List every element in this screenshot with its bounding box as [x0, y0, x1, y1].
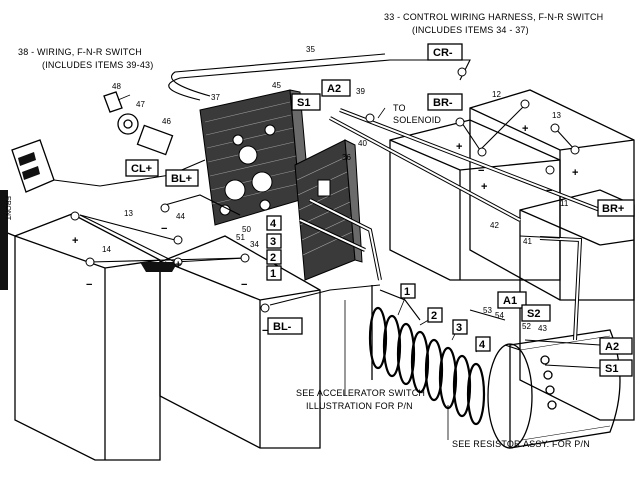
captions: 33 - CONTROL WIRING HARNESS, F-N-R SWITC… [4, 12, 603, 449]
battery-far-left-edge [0, 190, 16, 290]
tag-a2-top: A2 [327, 83, 341, 95]
polarity-5: − [241, 279, 247, 291]
item-39: 39 [356, 87, 365, 96]
polarity-9: + [522, 123, 528, 135]
caption-accelerator-pn: ILLUSTRATION FOR P/N [306, 401, 413, 411]
polarity-3: + [175, 259, 181, 271]
terminal-posts [70, 67, 580, 313]
terminal-tags: CR- BR- A2 S1 CL+ BL+ BR+ BL- A1 S2 A2 S… [125, 43, 635, 377]
motor [487, 329, 621, 449]
resistor-tag-1: 1 [404, 286, 410, 298]
polarity-1: + [72, 235, 78, 247]
side-text: FRONT [4, 196, 11, 221]
item-43: 43 [538, 324, 547, 333]
item-36: 36 [342, 153, 351, 162]
polarity-8: − [478, 165, 484, 177]
accelerator-switch-panel [294, 139, 363, 281]
item-48: 48 [112, 82, 121, 91]
item-42: 42 [490, 221, 499, 230]
switch-tag-1: 1 [270, 268, 276, 280]
tag-bl-minus: BL- [273, 321, 292, 333]
tag-cr-minus: CR- [433, 47, 453, 59]
resistor-tag-4: 4 [479, 339, 486, 351]
item-45: 45 [272, 81, 281, 90]
item-37: 37 [211, 93, 220, 102]
item-13-rear: 13 [552, 111, 561, 120]
switch-tag-3: 3 [270, 236, 276, 248]
item-44: 44 [176, 212, 185, 221]
item-52: 52 [522, 322, 531, 331]
battery-front-left [14, 213, 161, 461]
key-switch [103, 91, 174, 156]
item-47: 47 [136, 100, 145, 109]
caption-accelerator: SEE ACCELERATOR SWITCH [296, 388, 425, 398]
caption-to-solenoid-2: SOLENOID [393, 115, 441, 125]
battery-front-middle [140, 235, 321, 449]
caption-fnr-wiring: 38 - WIRING, F-N-R SWITCH [18, 47, 142, 57]
item-14: 14 [102, 245, 111, 254]
switch-tag-2: 2 [270, 252, 276, 264]
caption-control-harness: 33 - CONTROL WIRING HARNESS, F-N-R SWITC… [384, 12, 603, 22]
tag-s2: S2 [527, 308, 540, 320]
caption-fnr-wiring-items: (INCLUDES ITEMS 39-43) [42, 60, 153, 70]
caption-resistor: SEE RESISTOR ASSY. FOR P/N [452, 439, 590, 449]
polarity-10: − [546, 185, 552, 197]
caption-to-solenoid-1: TO [393, 103, 406, 113]
polarity-6: − [262, 325, 268, 337]
connector-plug [11, 139, 206, 193]
resistor-tag-3: 3 [456, 322, 462, 334]
tag-br-minus: BR- [433, 97, 453, 109]
caption-control-harness-items: (INCLUDES ITEMS 34 - 37) [412, 25, 529, 35]
polarity-4: − [86, 279, 92, 291]
item-53: 53 [483, 306, 492, 315]
item-54: 54 [495, 311, 504, 320]
resistor-tags: 1 2 3 4 [400, 283, 491, 352]
polarity-marks: + − + − − − + − + − + + [72, 123, 578, 337]
item-41: 41 [523, 237, 532, 246]
polarity-12: + [572, 167, 578, 179]
polarity-11: + [481, 181, 487, 193]
polarity-2: − [161, 223, 167, 235]
item-35: 35 [306, 45, 315, 54]
item-46: 46 [162, 117, 171, 126]
battery-rear-right-lower [519, 189, 635, 421]
tag-s1-top: S1 [297, 97, 310, 109]
resistor-tag-2: 2 [431, 310, 437, 322]
tag-bl-plus: BL+ [171, 173, 192, 185]
item-50: 50 [242, 225, 251, 234]
tag-a2-motor: A2 [605, 341, 619, 353]
switch-tag-4: 4 [270, 218, 277, 230]
item-40: 40 [358, 139, 367, 148]
tag-cl-plus: CL+ [131, 163, 152, 175]
tag-a1: A1 [503, 295, 517, 307]
item-12: 12 [492, 90, 501, 99]
item-13-front: 13 [124, 209, 133, 218]
item-51: 51 [236, 233, 245, 242]
item-numbers: 35 45 37 39 40 48 47 46 36 12 13 13 11 4… [102, 45, 569, 333]
tag-br-plus: BR+ [602, 203, 624, 215]
polarity-7: + [456, 141, 462, 153]
item-11: 11 [560, 199, 569, 208]
item-34: 34 [250, 240, 259, 249]
battery-rear-middle [389, 119, 561, 281]
tag-s1-motor: S1 [605, 363, 618, 375]
switch-tags: 4 3 2 1 [266, 215, 282, 281]
